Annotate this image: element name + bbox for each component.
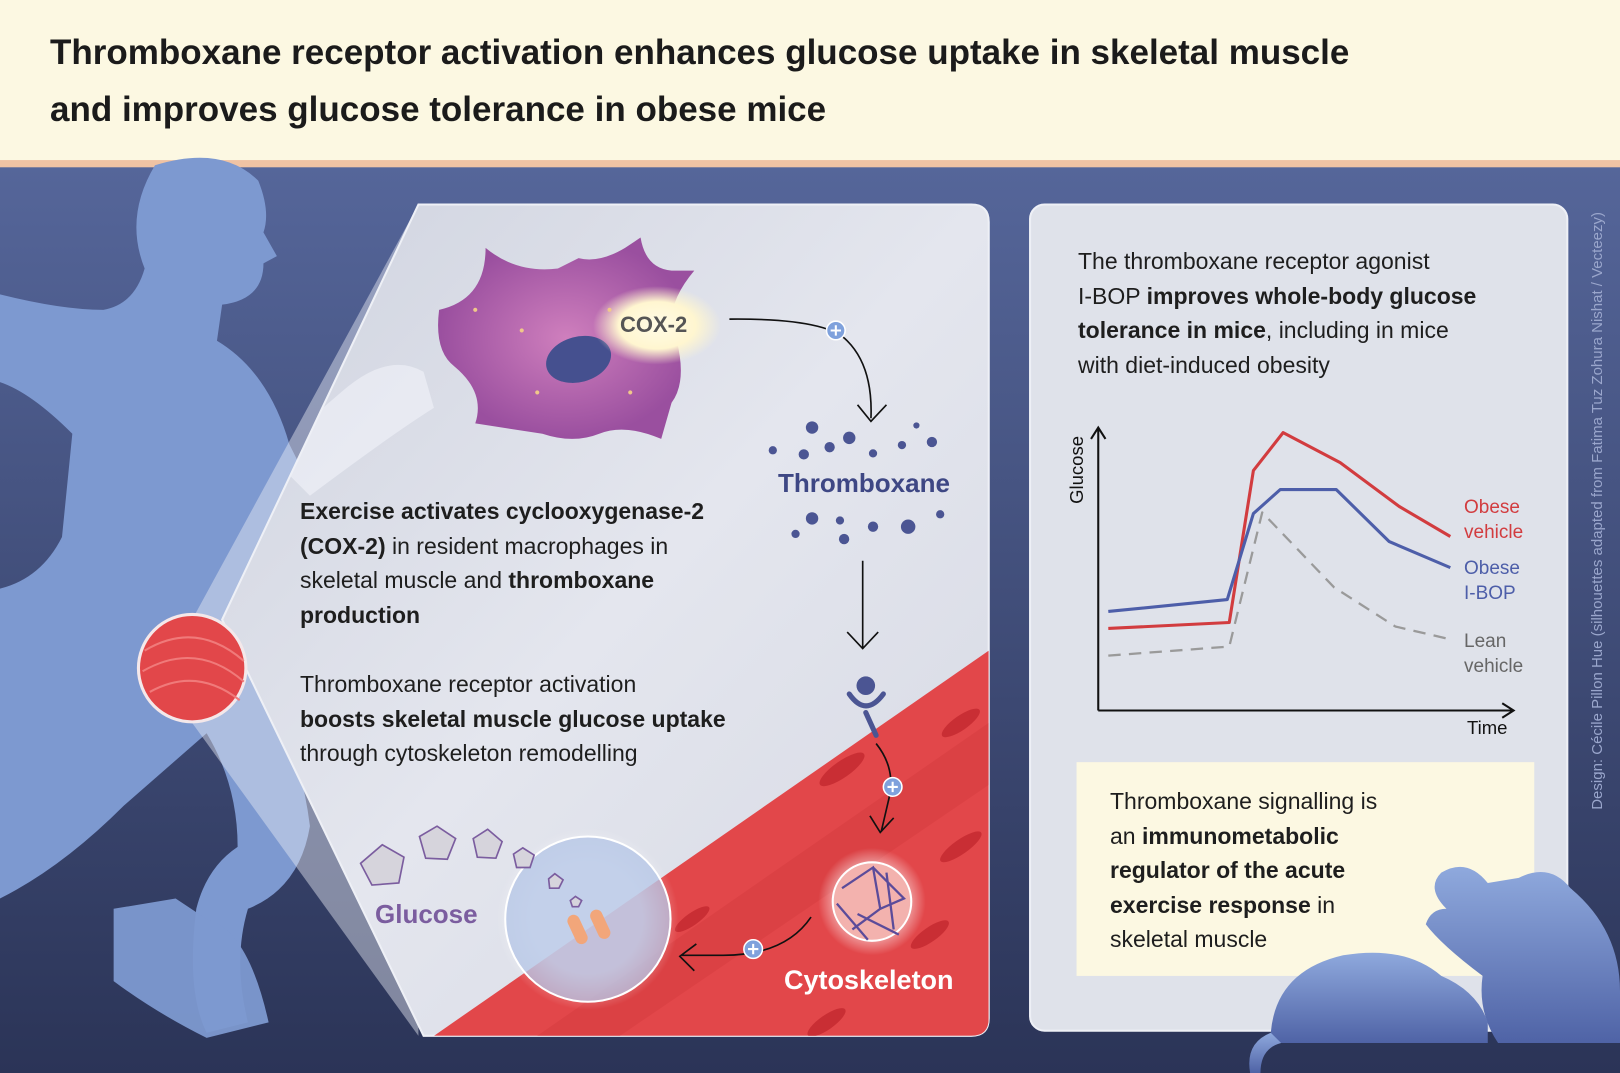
- text: I-BOP: [1078, 282, 1147, 309]
- credit-text: Design: Cécile Pillon Hue (silhouettes a…: [1589, 212, 1606, 810]
- series-line-obese-vehicle: [1108, 431, 1452, 631]
- text-bold: Exercise activates cyclooxygenase-2: [300, 498, 705, 524]
- text-bold: (COX-2): [300, 532, 386, 559]
- page-title-line-1: Thromboxane receptor activation enhances…: [50, 33, 1350, 72]
- header-bar: [0, 0, 1620, 163]
- series-line-obese-i-bop: [1108, 487, 1451, 614]
- legend-lean-vehicle: Lean vehicle: [1464, 630, 1523, 680]
- legend-text: I-BOP: [1464, 582, 1516, 604]
- glucose-tolerance-chart: [1090, 425, 1516, 719]
- text-bold: tolerance in mice: [1078, 317, 1266, 344]
- text-bold: thromboxane: [508, 567, 655, 594]
- legend-text: Obese: [1464, 558, 1520, 579]
- text: , including in mice: [1265, 317, 1449, 344]
- y-axis: [1090, 425, 1107, 711]
- text-bold: immunometabolic: [1141, 822, 1339, 849]
- mechanism-text-exercise: Exercise activates cyclooxygenase-2 (COX…: [300, 494, 704, 632]
- text-bold: regulator of the acute: [1110, 857, 1346, 884]
- text: The thromboxane receptor agonist: [1078, 248, 1430, 274]
- thromboxane-receptor-icon: [846, 691, 886, 738]
- text-bold: boosts skeletal muscle glucose uptake: [300, 705, 726, 732]
- runner-silhouette: [0, 157, 424, 1038]
- x-axis-label: Time: [1467, 717, 1508, 738]
- text: through cytoskeleton remodelling: [300, 740, 638, 767]
- text-bold: improves whole-body glucose: [1146, 282, 1477, 309]
- text: Thromboxane receptor activation: [300, 671, 637, 697]
- conclusion-text: Thromboxane signalling is an immunometab…: [1110, 784, 1377, 957]
- legend-obese-vehicle: Obese vehicle: [1464, 496, 1523, 546]
- cox2-label: COX-2: [620, 312, 688, 337]
- thromboxane-label: Thromboxane: [778, 468, 950, 498]
- thromboxane-dots: [768, 421, 945, 545]
- text: skeletal muscle and: [300, 567, 509, 594]
- cytoskeleton-label: Cytoskeleton: [784, 965, 954, 995]
- legend-text: Obese: [1464, 497, 1520, 518]
- series-line-lean-vehicle: [1108, 511, 1452, 657]
- header-rule: [0, 160, 1620, 168]
- text-bold: exercise response: [1110, 891, 1311, 918]
- text: in resident macrophages in: [385, 532, 669, 559]
- x-axis: [1098, 702, 1516, 719]
- page-title-line-2: and improves glucose tolerance in obese …: [50, 90, 827, 129]
- text: in: [1310, 891, 1336, 918]
- mechanism-text-receptor: Thromboxane receptor activation boosts s…: [300, 667, 726, 771]
- glucose-label: Glucose: [375, 899, 478, 929]
- text: Thromboxane signalling is: [1110, 788, 1378, 814]
- text: with diet-induced obesity: [1078, 351, 1330, 378]
- glucose-pentagon-icon: [359, 825, 583, 908]
- results-text: The thromboxane receptor agonist I-BOP i…: [1078, 244, 1476, 382]
- glucose-uptake-vesicle: [504, 835, 672, 1003]
- macrophage-icon: [438, 237, 722, 439]
- legend-text: vehicle: [1464, 521, 1524, 543]
- mouse-silhouette: [1249, 866, 1620, 1073]
- legend-text: Lean: [1464, 631, 1507, 652]
- text: an: [1110, 822, 1142, 849]
- text: skeletal muscle: [1110, 926, 1268, 953]
- y-axis-label: Glucose: [1066, 436, 1087, 504]
- legend-text: vehicle: [1464, 655, 1524, 677]
- muscle-icon: [136, 612, 248, 724]
- text-bold: production: [300, 601, 421, 628]
- pathway-arrows: [678, 318, 895, 972]
